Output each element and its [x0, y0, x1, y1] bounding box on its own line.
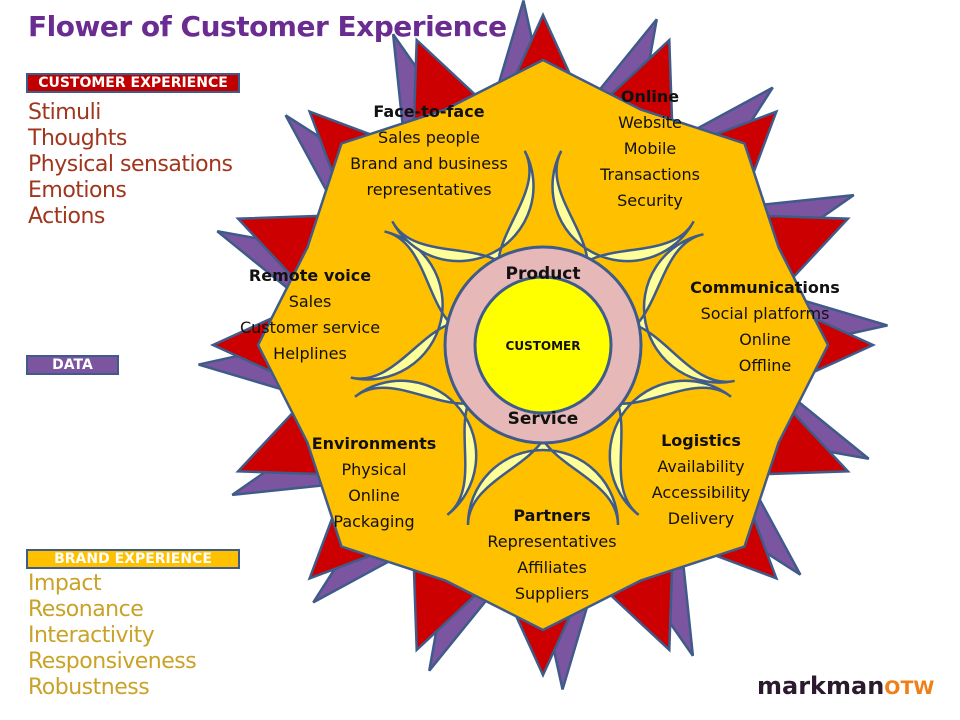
petal-item: Suppliers — [515, 584, 589, 603]
petal-item: Mobile — [624, 139, 676, 158]
ring-label-product: Product — [506, 264, 581, 284]
brand-experience-list: Impact Resonance Interactivity Responsiv… — [28, 571, 197, 701]
list-item: Responsiveness — [28, 649, 197, 674]
petals — [350, 150, 735, 526]
brand-experience-tag: BRAND EXPERIENCE — [26, 549, 240, 569]
petal-item: representatives — [366, 180, 491, 199]
petal — [551, 150, 695, 264]
petal — [350, 230, 453, 381]
petal-item: Customer service — [240, 318, 380, 337]
list-item: Actions — [28, 204, 105, 229]
petal — [466, 437, 620, 526]
customer-experience-tag: CUSTOMER EXPERIENCE — [26, 73, 240, 93]
ring-label-service: Service — [508, 409, 579, 429]
petal — [633, 232, 735, 384]
petal-item: Helplines — [273, 344, 347, 363]
petal-title: Logistics — [661, 431, 741, 450]
petal — [391, 150, 535, 264]
customer-core — [473, 275, 613, 415]
petal-title: Face-to-face — [373, 102, 484, 121]
petal-item: Affiliates — [517, 558, 587, 577]
petal-item: Transactions — [599, 165, 700, 184]
petal-item: Offline — [739, 356, 792, 375]
customer-experience-list: Stimuli Thoughts Physical sensations Emo… — [28, 100, 233, 230]
list-item: Robustness — [28, 675, 150, 700]
data-tag: DATA — [26, 355, 119, 375]
list-item: Impact — [28, 571, 102, 596]
petal-item: Website — [618, 113, 682, 132]
petal-title: Partners — [513, 506, 590, 525]
petal-title: Remote voice — [249, 266, 371, 285]
list-item: Interactivity — [28, 623, 155, 648]
petal-item: Sales — [289, 292, 332, 311]
page-title: Flower of Customer Experience — [28, 10, 507, 43]
petal-item: Brand and business — [350, 154, 508, 173]
list-item: Resonance — [28, 597, 144, 622]
list-item: Emotions — [28, 178, 127, 203]
petal-item: Representatives — [487, 532, 616, 551]
petal-item: Physical — [341, 460, 406, 479]
petal-item: Online — [739, 330, 791, 349]
petal-title: Online — [621, 87, 679, 106]
petal-item: Social platforms — [701, 304, 830, 323]
logo-main: markman — [757, 672, 885, 700]
list-item: Thoughts — [28, 126, 127, 151]
petal — [608, 379, 732, 516]
petal-labels: OnlineWebsiteMobileTransactionsSecurityC… — [240, 87, 840, 603]
markman-otw-logo: markmanOTW — [757, 672, 934, 700]
petal-item: Availability — [657, 457, 744, 476]
petal — [354, 379, 478, 516]
list-item: Stimuli — [28, 100, 101, 125]
petal-title: Environments — [312, 434, 437, 453]
petal-item: Sales people — [378, 128, 480, 147]
logo-suffix: OTW — [884, 677, 935, 699]
petal-item: Security — [617, 191, 683, 210]
petal-item: Online — [348, 486, 400, 505]
core-label: CUSTOMER — [506, 339, 581, 353]
petal-item: Accessibility — [652, 483, 750, 502]
petal-item: Delivery — [668, 509, 734, 528]
petal-item: Packaging — [333, 512, 414, 531]
petal-title: Communications — [690, 278, 840, 297]
list-item: Physical sensations — [28, 152, 233, 177]
